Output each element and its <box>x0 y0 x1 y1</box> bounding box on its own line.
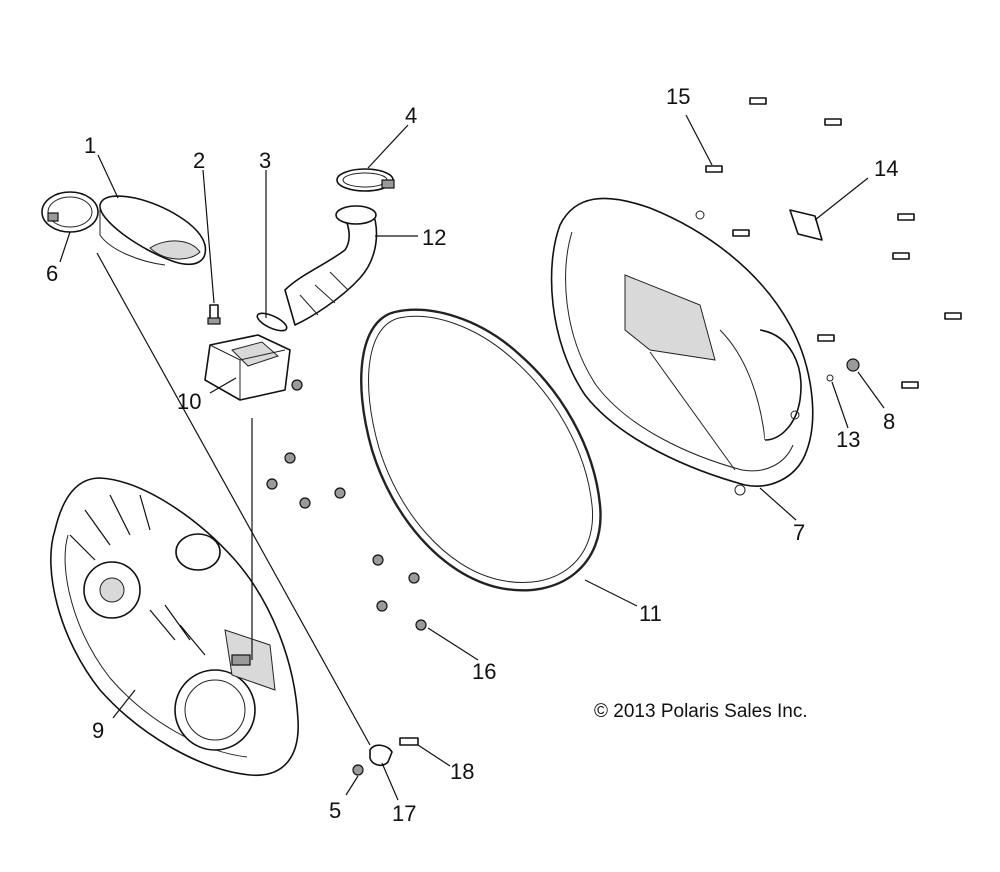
callout-8: 8 <box>883 409 895 434</box>
intake-duct <box>99 195 207 266</box>
clamp-small <box>41 191 99 233</box>
copyright-notice: © 2013 Polaris Sales Inc. <box>594 701 808 722</box>
callout-16: 16 <box>472 659 496 684</box>
callout-labels: 1 2 3 4 5 6 7 8 9 10 11 12 13 14 15 16 1… <box>46 84 898 826</box>
callout-9: 9 <box>92 718 104 743</box>
callout-17: 17 <box>392 801 416 826</box>
clamp-large <box>336 168 395 192</box>
callout-5: 5 <box>329 798 341 823</box>
drive-belt <box>360 308 602 592</box>
callout-14: 14 <box>874 156 898 181</box>
callout-4: 4 <box>405 103 417 128</box>
fasteners <box>266 97 962 776</box>
callout-3: 3 <box>259 148 271 173</box>
callout-18: 18 <box>450 759 474 784</box>
leader-lines <box>59 114 885 801</box>
screw-small <box>207 304 221 325</box>
callout-11: 11 <box>639 601 662 626</box>
inner-clutch-cover <box>50 477 299 776</box>
callout-1: 1 <box>84 133 96 158</box>
outer-clutch-cover <box>550 197 814 496</box>
callout-15: 15 <box>666 84 690 109</box>
callout-6: 6 <box>46 261 58 286</box>
callout-7: 7 <box>793 520 805 545</box>
callout-12: 12 <box>422 225 446 250</box>
callout-10: 10 <box>177 389 201 414</box>
intake-hose <box>284 205 378 326</box>
callout-2: 2 <box>193 148 205 173</box>
callout-13: 13 <box>836 427 860 452</box>
decal-label <box>789 209 823 241</box>
